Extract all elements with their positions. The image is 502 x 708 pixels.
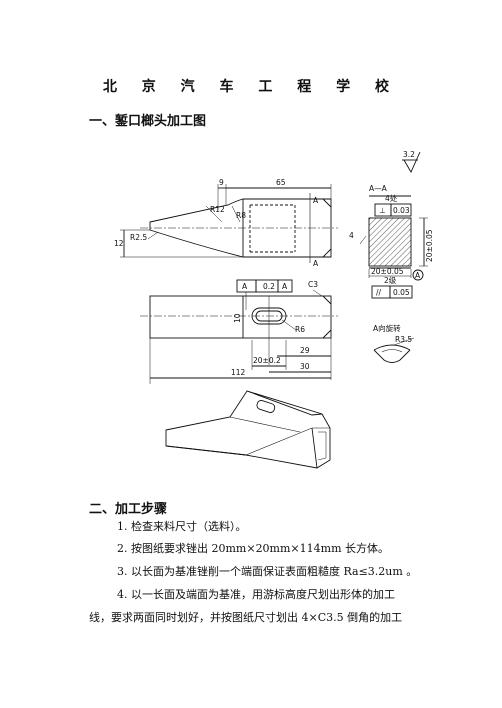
dim-4chu: 4处 xyxy=(385,193,398,203)
dim-003: 0.03 xyxy=(393,206,410,215)
dim-112: 112 xyxy=(231,368,246,377)
dim-a-circle: A xyxy=(415,271,421,280)
rotated-view xyxy=(373,337,415,363)
dim-r8: R8 xyxy=(236,211,246,220)
dim-65: 65 xyxy=(276,178,286,187)
dim-r25: R2.5 xyxy=(130,233,147,242)
dim-10: 10 xyxy=(233,313,242,323)
dim-12: 12 xyxy=(114,239,124,248)
step-3: 3. 以长面为基准锉削一个端面保证表面粗糙度 Ra≤3.2um 。 xyxy=(117,565,418,578)
dim-c3: C3 xyxy=(308,280,318,289)
dim-perp: ⊥ xyxy=(379,206,386,215)
step-4: 4. 以一长面及端面为基准，用游标高度尺划出形体的加工 xyxy=(117,588,395,601)
section-aa xyxy=(359,195,428,299)
dim-r6: R6 xyxy=(295,325,305,334)
dim-20tol: 20±0.2 xyxy=(253,356,281,365)
dim-4: 4 xyxy=(349,231,354,240)
roughness-symbol xyxy=(403,151,421,173)
dim-005: 0.05 xyxy=(393,288,410,297)
dim-29: 29 xyxy=(300,346,310,355)
top-view xyxy=(140,279,338,384)
dim-r12: R12 xyxy=(210,205,225,214)
dim-a-top: A xyxy=(313,196,319,205)
section-aa-title: A—A xyxy=(369,184,388,193)
dim-r35: R3.5 xyxy=(395,335,412,344)
page-title: 北 京 汽 车 工 程 学 校 xyxy=(102,79,400,95)
dim-par: // xyxy=(376,288,382,297)
step-1: 1. 检查来料尺寸（选料）。 xyxy=(117,520,247,533)
dim-flat: 0.2 xyxy=(263,282,275,291)
section-heading-steps: 二、加工步骤 xyxy=(89,502,168,517)
dim-a-bottom: A xyxy=(313,259,319,268)
step-2: 2. 按图纸要求锉出 20mm×20mm×114mm 长方体。 xyxy=(117,542,389,555)
front-view xyxy=(120,184,338,263)
section-heading-drawing: 一、錾口榔头加工图 xyxy=(89,114,207,129)
dim-9: 9 xyxy=(219,178,224,187)
step-4-continued: 线，要求两面同时划好，并按图纸尺寸划出 4×C3.5 倒角的加工 xyxy=(89,611,403,624)
roughness-label: 3.2 xyxy=(403,150,415,159)
dim-20v: 20±0.05 xyxy=(425,229,434,262)
dim-flat-a: A xyxy=(242,282,248,291)
dim-flat-a2: A xyxy=(282,282,288,291)
isometric-view xyxy=(165,390,331,469)
rotated-view-title: A向旋转 xyxy=(373,323,401,333)
dim-2ji: 2级 xyxy=(384,275,397,285)
dim-30: 30 xyxy=(300,362,310,371)
dim-20h: 20±0.05 xyxy=(371,267,404,276)
